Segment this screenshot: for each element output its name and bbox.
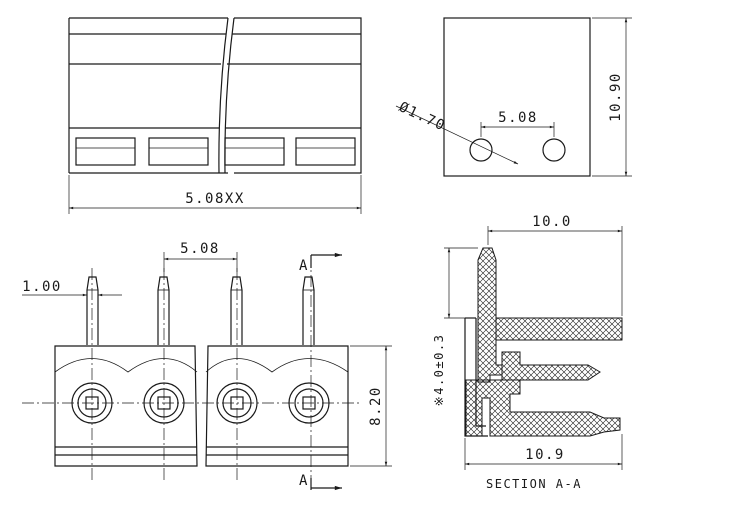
section-pin (477, 247, 503, 383)
front-view: 1.00 5.08 8.20 A A (22, 241, 392, 491)
slot (224, 137, 285, 166)
end-height-dimension: 10.90 (592, 17, 632, 177)
pin-width-label: 1.00 (22, 279, 62, 295)
end-pitch-label: 5.08 (498, 110, 538, 126)
slot (295, 137, 356, 166)
section-bottom-dimension: 10.9 (464, 434, 623, 470)
section-side-label: ※4.0±0.3 (432, 334, 446, 407)
front-view-pins (86, 276, 315, 345)
wire-hole (542, 138, 566, 162)
pin (230, 276, 243, 345)
section-clamp-top (495, 317, 623, 341)
front-pitch-label: 5.08 (180, 241, 220, 257)
pin (86, 276, 99, 345)
top-view-slots (75, 137, 356, 166)
hole-diameter-leader: Ø1.70 (395, 99, 519, 165)
end-height-label: 10.90 (608, 72, 624, 122)
section-cut-line: A A (299, 252, 342, 491)
slot (75, 137, 136, 166)
section-top-label: 10.0 (532, 214, 572, 230)
pin (157, 276, 170, 345)
top-view-width-dimension: 5.08XX (68, 175, 362, 214)
front-pitch-dimension: 5.08 (163, 241, 238, 272)
pin-width-dimension: 1.00 (22, 279, 122, 297)
slot (148, 137, 209, 166)
front-height-dimension: 8.20 (350, 345, 392, 467)
top-view-body (68, 17, 362, 174)
section-bottom-label: 10.9 (525, 447, 565, 463)
end-view: 5.08 Ø1.70 10.90 (395, 17, 632, 177)
section-caption: SECTION A-A (486, 477, 582, 491)
pin (302, 276, 315, 345)
section-view: 10.0 ※4.0±0.3 10.9 SECTION A-A (432, 214, 623, 491)
section-lower-part (465, 379, 621, 437)
end-view-body (443, 17, 591, 177)
section-top-dimension: 10.0 (487, 214, 623, 316)
hole-diameter-label: Ø1.70 (396, 99, 448, 134)
wire-hole (469, 138, 493, 162)
top-view: 5.08XX (68, 17, 362, 214)
section-marker-bottom: A (299, 473, 309, 489)
section-side-dimension: ※4.0±0.3 (432, 247, 478, 407)
pitch-dimension: 5.08 (480, 110, 555, 137)
section-conductor (501, 351, 601, 381)
front-height-label: 8.20 (368, 386, 384, 426)
front-view-centerlines (22, 268, 360, 480)
width-label: 5.08XX (185, 191, 245, 207)
front-view-body (54, 345, 349, 467)
section-marker-top: A (299, 258, 309, 274)
